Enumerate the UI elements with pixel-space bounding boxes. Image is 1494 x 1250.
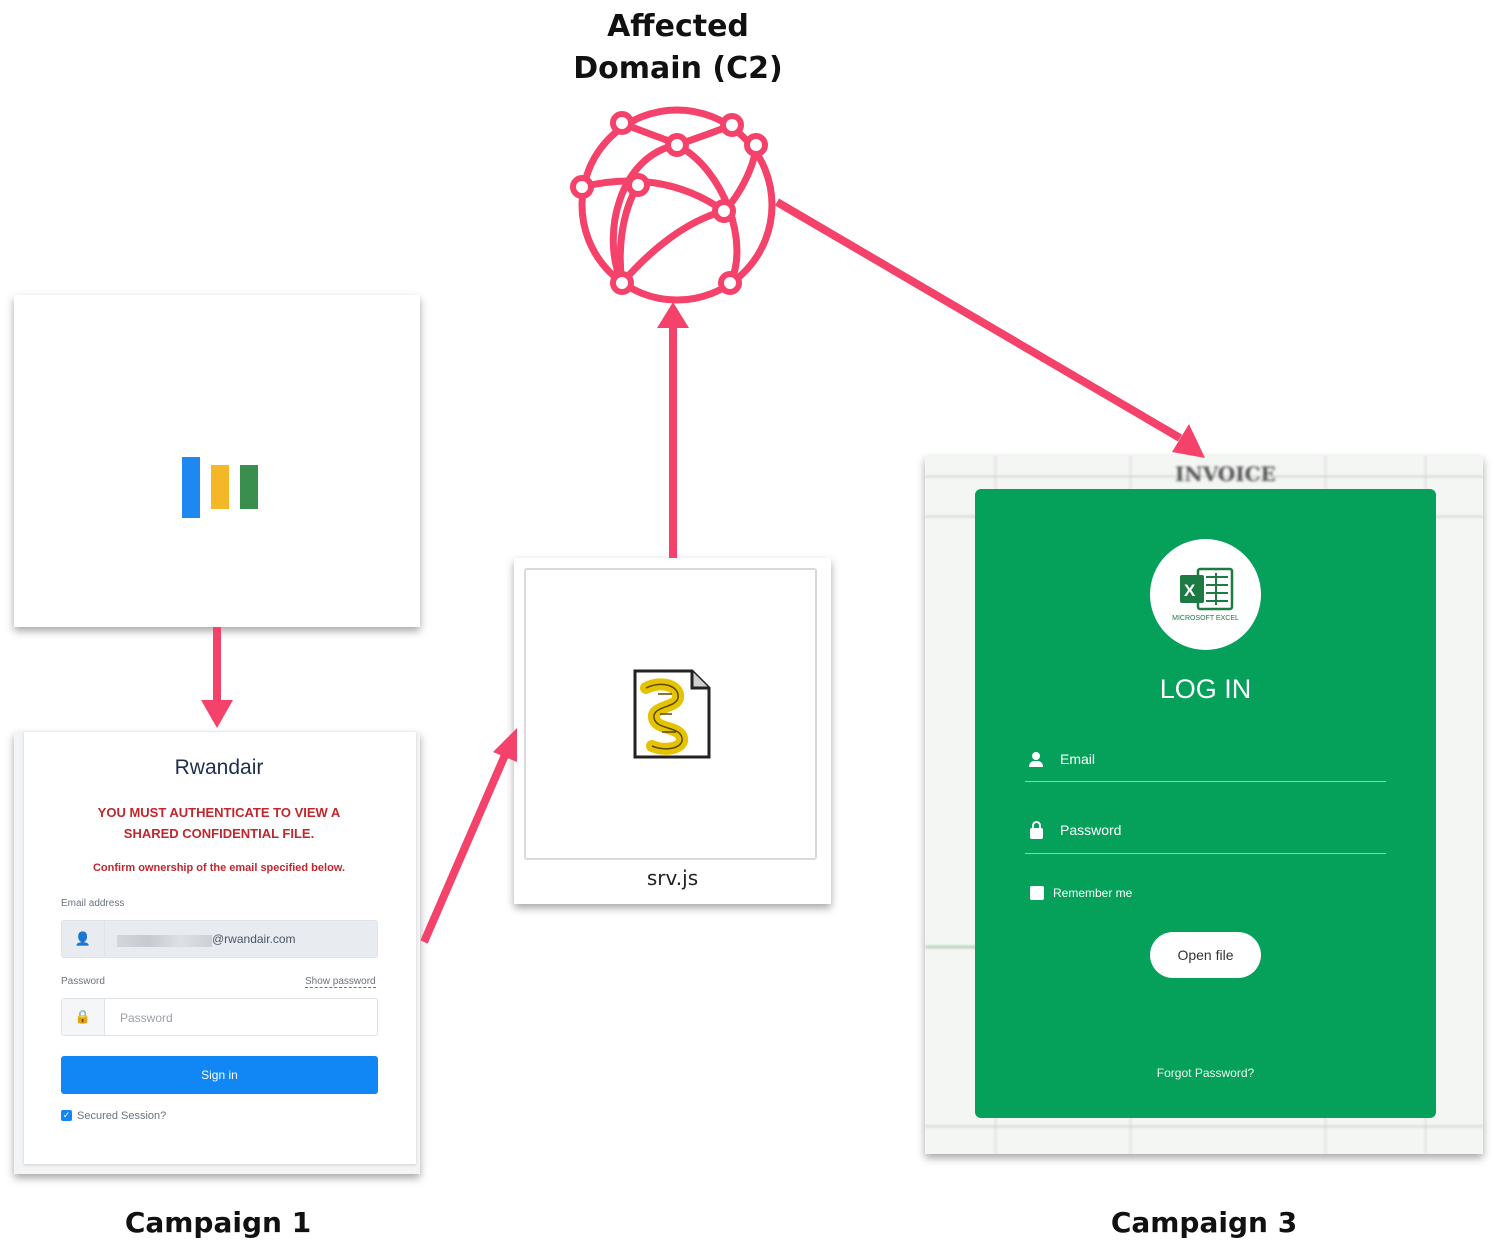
file-card: srv.js (514, 558, 831, 904)
password-label: Password (61, 976, 105, 987)
google-bar-blue (182, 457, 200, 518)
lock-icon: 🔒 (62, 999, 105, 1035)
script-file-icon (633, 669, 711, 759)
email-value: @rwandair.com (212, 932, 296, 946)
forgot-password-link[interactable]: Forgot Password? (1156, 1066, 1255, 1080)
excel-password-field[interactable]: Password (1060, 822, 1122, 838)
email-field[interactable]: 👤 @rwandair.com (61, 920, 378, 958)
campaign1-loading-card (14, 295, 420, 627)
arrow-c2-to-campaign3 (774, 198, 1183, 442)
arrowhead-down (201, 700, 233, 728)
redacted-email-prefix (117, 935, 212, 947)
remember-me-checkbox[interactable] (1030, 886, 1044, 900)
campaign3-caption: Campaign 3 (1110, 1206, 1298, 1239)
c2-label: Affected Domain (C2) (528, 8, 828, 88)
sign-in-button[interactable]: Sign in (61, 1056, 378, 1094)
excel-letter: X (1184, 581, 1196, 600)
user-icon: 👤 (62, 921, 105, 957)
arrow-login-to-file (420, 753, 509, 944)
excel-icon (1180, 567, 1234, 611)
email-user-icon (1029, 752, 1043, 768)
password-underline (1025, 853, 1386, 854)
network-globe-icon (570, 106, 776, 304)
google-bar-green (240, 465, 258, 509)
excel-email-field[interactable]: Email (1060, 751, 1096, 767)
rwandair-brand: Rwandair (174, 756, 264, 779)
c2-label-line2: Domain (C2) (573, 51, 783, 86)
file-preview-frame (524, 568, 817, 860)
open-file-button[interactable]: Open file (1150, 932, 1261, 978)
arrowhead-to-campaign3 (1172, 424, 1205, 458)
excel-logo: X MICROSOFT EXCEL (1150, 539, 1261, 650)
invoice-title: INVOICE (1175, 462, 1276, 486)
secured-session-checkbox[interactable]: ✓ (61, 1110, 72, 1121)
email-underline (1025, 781, 1386, 782)
arrowhead-up (657, 302, 689, 328)
auth-warning: YOU MUST AUTHENTICATE TO VIEW A SHARED C… (97, 805, 341, 841)
show-password-link[interactable]: Show password (305, 976, 376, 988)
login-title: LOG IN (1159, 674, 1252, 704)
file-name: srv.js (646, 866, 699, 890)
password-field[interactable]: 🔒 Password (61, 998, 378, 1036)
campaign1-caption: Campaign 1 (124, 1206, 312, 1239)
password-lock-icon (1030, 821, 1043, 839)
excel-logo-label: MICROSOFT EXCEL (1172, 615, 1239, 622)
secured-session-label: Secured Session? (77, 1110, 167, 1122)
confirm-ownership-text: Confirm ownership of the email specified… (92, 862, 346, 874)
c2-label-line1: Affected (607, 9, 749, 44)
remember-me-label: Remember me (1053, 886, 1133, 900)
email-label: Email address (61, 898, 125, 909)
password-placeholder: Password (120, 1011, 173, 1025)
google-bar-yellow (211, 465, 229, 509)
